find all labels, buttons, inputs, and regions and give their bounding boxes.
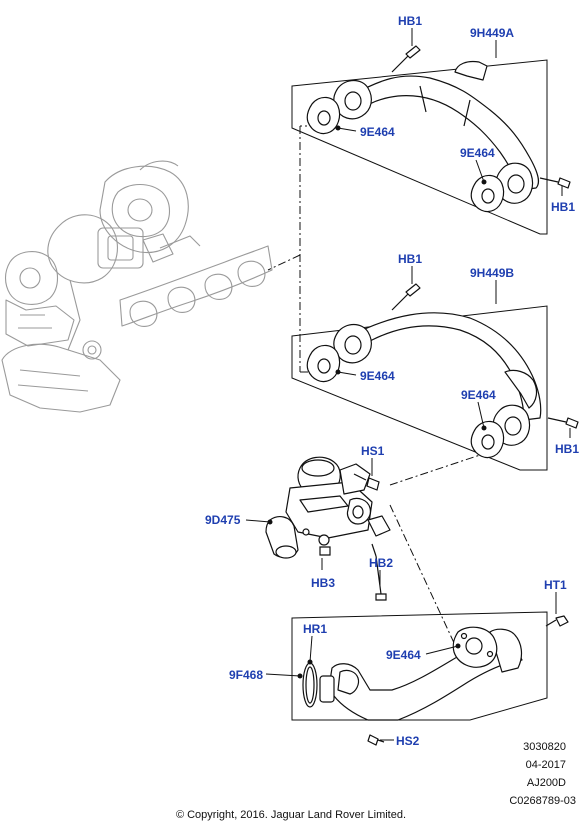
callout-gasket-c: 9E464 [386, 648, 421, 662]
callout-hb3: HB3 [311, 576, 335, 590]
leader-lines [245, 28, 571, 741]
callout-ht1: HT1 [544, 578, 567, 592]
callout-hs2: HS2 [396, 734, 420, 748]
callout-hb1-b-right: HB1 [555, 442, 579, 456]
callout-labels: HB1 9H449A 9E464 9E464 HB1 HB1 9H449B 9E… [205, 14, 579, 748]
callout-hb2: HB2 [369, 556, 393, 570]
copyright-notice: © Copyright, 2016. Jaguar Land Rover Lim… [175, 809, 407, 821]
model-code: AJ200D [526, 777, 566, 789]
callout-pipe-a: 9H449A [470, 26, 514, 40]
leader-dots [267, 125, 487, 679]
pipe-b-frame [291, 305, 548, 471]
callout-hb1-mid: HB1 [398, 252, 422, 266]
egr-pipe-b [306, 283, 579, 459]
cooler-pipe [302, 615, 569, 746]
callout-hb1-a-right: HB1 [551, 200, 575, 214]
cooler-pipe-frame [291, 611, 548, 721]
callout-hs1: HS1 [361, 444, 385, 458]
engine-turbo-assembly [1, 160, 273, 413]
callout-gasket-b-right: 9E464 [461, 388, 496, 402]
callout-gasket-b-left: 9E464 [360, 369, 395, 383]
callout-cooler: 9F468 [229, 668, 263, 682]
illustration-code: C0268789-03 [509, 795, 576, 807]
egr-pipe-a [306, 45, 571, 213]
callout-hr1: HR1 [303, 622, 327, 636]
callout-pipe-b: 9H449B [470, 266, 514, 280]
callout-hb1-top: HB1 [398, 14, 422, 28]
callout-gasket-a-left: 9E464 [360, 125, 395, 139]
egr-valve [265, 456, 391, 559]
valve-bolts [319, 473, 387, 601]
date-code: 04-2017 [525, 759, 566, 771]
callout-valve: 9D475 [205, 513, 241, 527]
pipe-a-frame [291, 59, 548, 235]
reference-number: 3030820 [523, 741, 566, 753]
callout-gasket-a-right: 9E464 [460, 146, 495, 160]
